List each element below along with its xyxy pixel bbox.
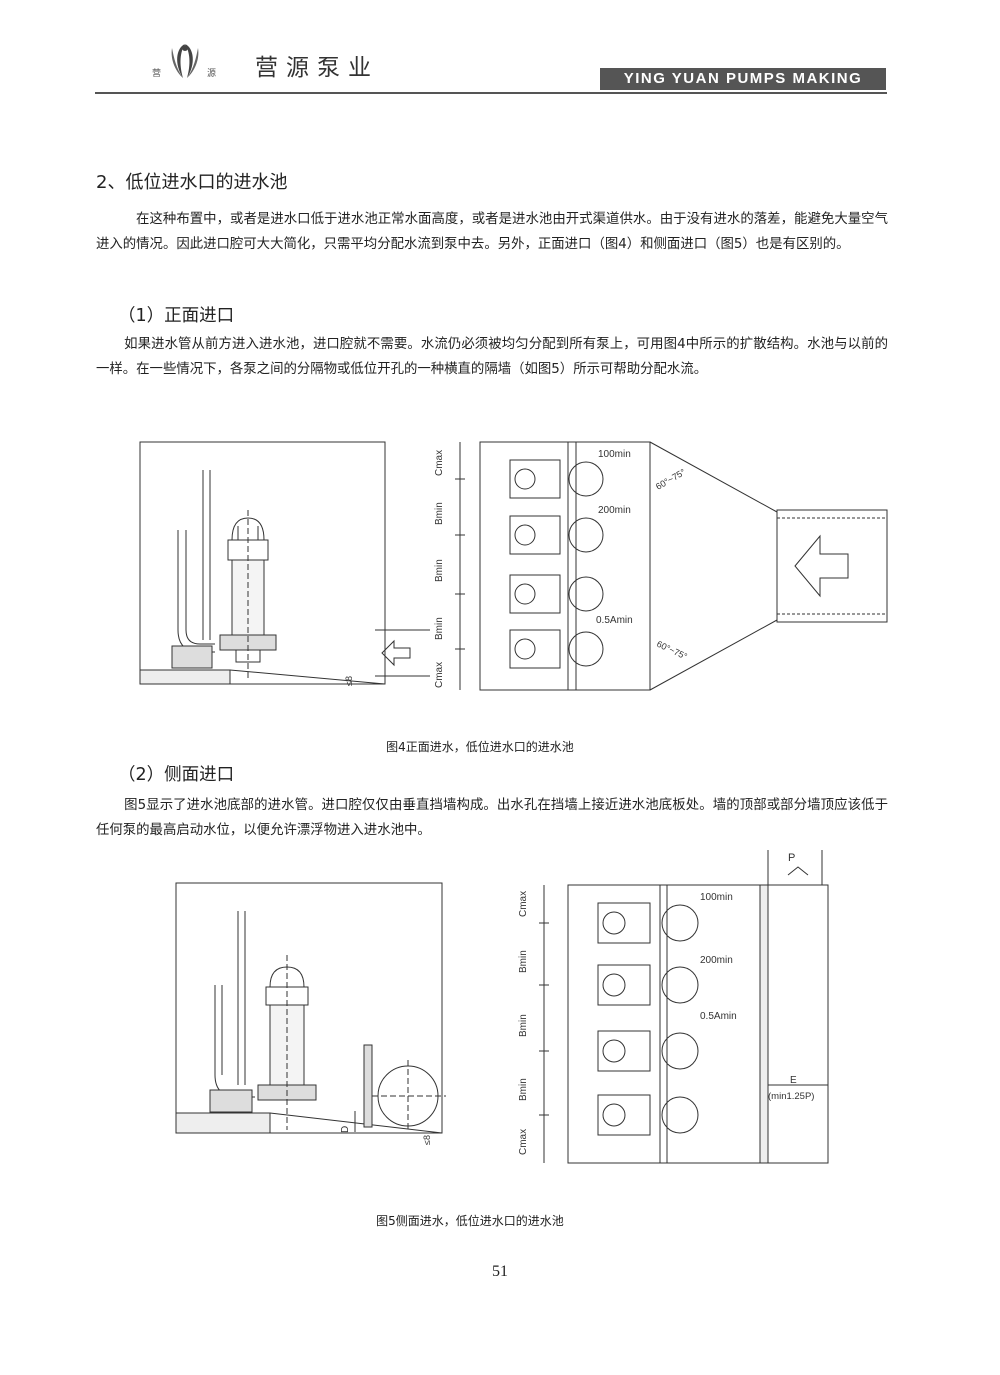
fig5-cmax-bottom: Cmax [518, 1129, 529, 1155]
fig4-spacing-100: 100min [598, 449, 631, 460]
fig5-e-label: E [790, 1075, 797, 1086]
company-logo: 营 源 [152, 38, 218, 84]
fig5-bmin-1: Bmin [518, 950, 529, 973]
logo-right-char: 源 [207, 69, 217, 79]
fig5-spacing-200: 200min [700, 955, 733, 966]
figure-4-diagram: ≤8 Cmax Bmin Bmin Bmin Cmax 100min 200mi… [139, 441, 888, 691]
fig5-pump-3 [597, 1030, 699, 1072]
section-intro-text: 在这种布置中，或者是进水口低于进水池正常水面高度，或者是进水池由开式渠道供水。由… [96, 212, 888, 252]
figure-4-caption: 图4正面进水，低位进水口的进水池 [386, 740, 574, 754]
fig5-spacing-100: 100min [700, 892, 733, 903]
fig5-d-label: D [340, 1126, 351, 1133]
company-name: 营源泵业 [255, 55, 379, 81]
front-inlet-text: 如果进水管从前方进入进水池，进口腔就不需要。水流仍必须被均匀分配到所有泵上，可用… [96, 332, 888, 382]
section-title: 2、低位进水口的进水池 [96, 172, 288, 193]
fig4-angle-bottom: 60°~75° [655, 639, 689, 662]
fig5-pump-4 [597, 1094, 699, 1136]
fig4-bmin-3: Bmin [434, 617, 445, 640]
fig4-slope-label: ≤8 [344, 676, 354, 686]
page-number: 51 [492, 1263, 508, 1280]
side-inlet-text-body: 图5显示了进水池底部的进水管。进口腔仅仅由垂直挡墙构成。出水孔在挡墙上接近进水池… [96, 798, 888, 838]
fig5-cmax-top: Cmax [518, 891, 529, 917]
fig5-p-label: P [788, 852, 795, 864]
fig4-angle-top: 60°~75° [654, 467, 687, 492]
fig4-pump-4 [509, 629, 604, 669]
figure-5-caption: 图5侧面进水，低位进水口的进水池 [376, 1214, 564, 1228]
side-inlet-text: 图5显示了进水池底部的进水管。进口腔仅仅由垂直挡墙构成。出水孔在挡墙上接近进水池… [96, 793, 888, 843]
logo-left-char: 营 [152, 69, 162, 79]
fig4-cmax-top: Cmax [434, 450, 445, 476]
fig5-slope-label: ≤8 [422, 1135, 432, 1145]
fig4-bmin-1: Bmin [434, 502, 445, 525]
section-intro: 在这种布置中，或者是进水口低于进水池正常水面高度，或者是进水池由开式渠道供水。由… [96, 207, 888, 257]
figure-5-diagram: D ≤8 P Cmax Bmin Bmin Bmin Cmax 100min 2… [175, 850, 829, 1164]
fig4-spacing-05a: 0.5Amin [596, 615, 633, 626]
fig4-bmin-2: Bmin [434, 559, 445, 582]
header-banner: YING YUAN PUMPS MAKING [600, 68, 886, 90]
front-inlet-text-body: 如果进水管从前方进入进水池，进口腔就不需要。水流仍必须被均匀分配到所有泵上，可用… [96, 337, 888, 377]
fig4-spacing-200: 200min [598, 505, 631, 516]
fig5-bmin-2: Bmin [518, 1014, 529, 1037]
fig4-pump-2 [509, 515, 604, 555]
header-rule [95, 92, 887, 94]
fig4-pump-3 [509, 574, 604, 614]
subheading-side-inlet: （2）侧面进口 [118, 765, 235, 785]
subheading-front-inlet: （1）正面进口 [118, 306, 235, 326]
fig5-e-min-label: (min1.25P) [768, 1091, 814, 1102]
fig5-pump-2 [597, 964, 699, 1006]
fig5-bmin-3: Bmin [518, 1078, 529, 1101]
fig4-pump-1 [509, 459, 604, 499]
fig5-spacing-05a: 0.5Amin [700, 1011, 737, 1022]
fig4-cmax-bottom: Cmax [434, 662, 445, 688]
fig5-pump-1 [597, 902, 699, 944]
